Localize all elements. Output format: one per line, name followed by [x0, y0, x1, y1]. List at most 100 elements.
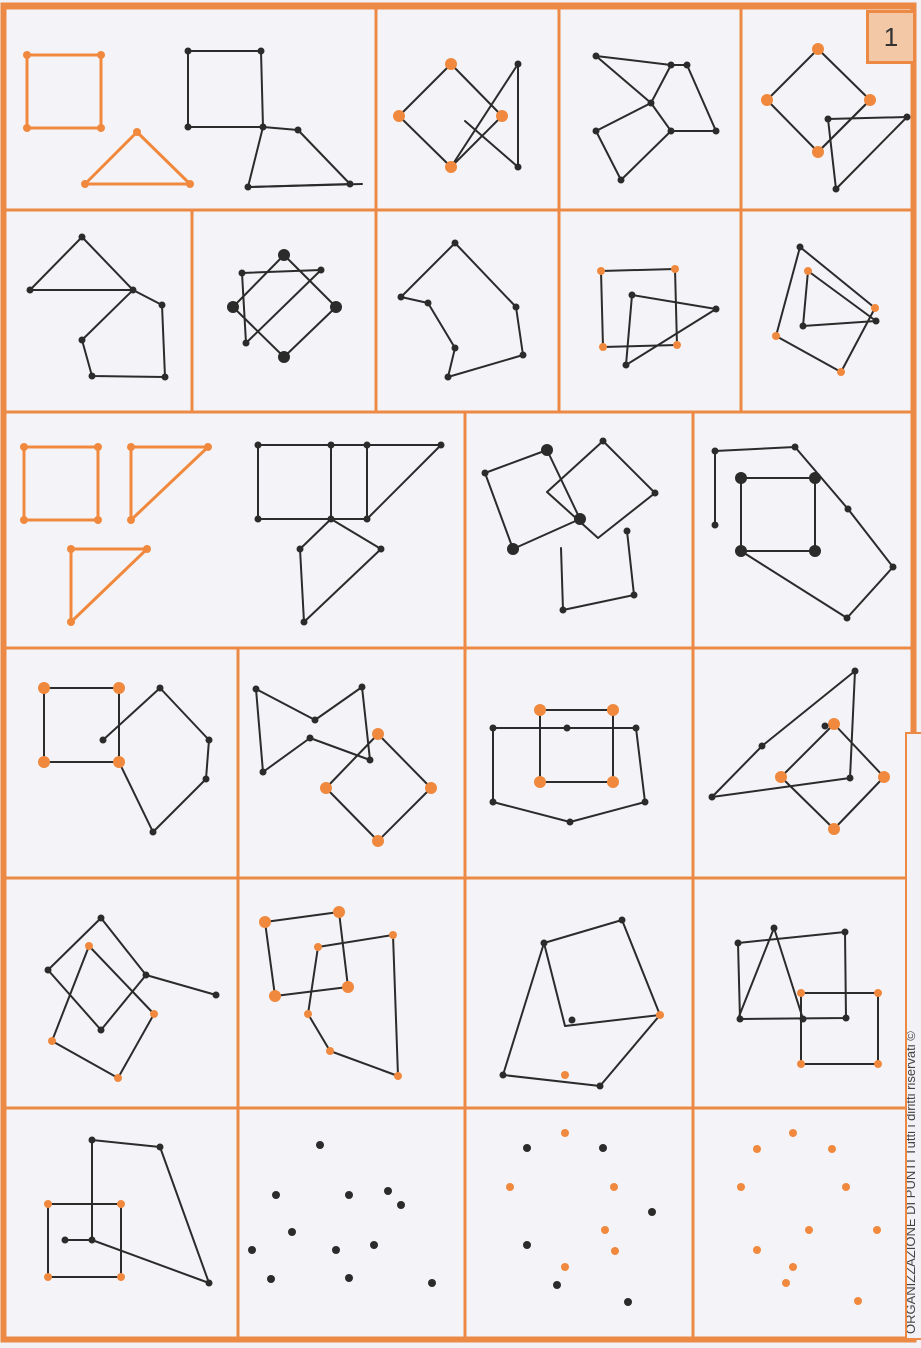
figure-dot — [260, 124, 267, 131]
figure-dot — [541, 444, 553, 456]
figure-dot — [295, 127, 302, 134]
exercise-cell-16 — [693, 648, 912, 878]
figure-dot — [825, 116, 832, 123]
exercise-cell-6 — [192, 210, 376, 412]
figure-dot — [809, 472, 821, 484]
page-number: 1 — [884, 22, 898, 53]
figure-dot — [23, 124, 31, 132]
side-caption-text: ORGANIZZAZIONE DI PUNTI Tutti i diritti … — [905, 1031, 918, 1334]
figure-dot — [523, 1144, 531, 1152]
exercise-cell-7 — [376, 210, 559, 412]
figure-dot — [797, 1060, 805, 1068]
exercise-cell-9 — [741, 210, 912, 412]
exercise-cell-2 — [376, 8, 559, 210]
side-caption-strip: ORGANIZZAZIONE DI PUNTI Tutti i diritti … — [905, 732, 921, 1340]
figure-dot — [782, 1279, 790, 1287]
figure-dot — [842, 929, 849, 936]
figure-dot — [541, 940, 548, 947]
figure-dot — [269, 990, 281, 1002]
figure-dot — [843, 1015, 850, 1022]
figure-dot — [668, 62, 675, 69]
figure-dot — [143, 972, 150, 979]
figure-dot — [359, 684, 366, 691]
figure-dot — [800, 1016, 807, 1023]
figure-dot — [822, 723, 829, 730]
figure-dot — [342, 981, 354, 993]
figure-dot — [874, 1060, 882, 1068]
figure-dot — [828, 823, 840, 835]
figure-dot — [553, 1281, 561, 1289]
figure-dot — [713, 128, 720, 135]
figure-dot — [629, 292, 636, 299]
figure-dot — [398, 294, 405, 301]
figure-dot — [873, 318, 880, 325]
figure-dot — [597, 267, 605, 275]
figure-dot — [624, 528, 631, 535]
figure-dot — [372, 835, 384, 847]
exercise-cell-24 — [693, 1108, 912, 1338]
figure-dot — [668, 128, 675, 135]
figure-dot — [143, 545, 151, 553]
figure-dot — [597, 1083, 604, 1090]
figure-dot — [684, 62, 691, 69]
figure-dot — [332, 1246, 340, 1254]
figure-dot — [656, 1011, 664, 1019]
figure-dot — [652, 490, 659, 497]
figure-dot — [852, 668, 859, 675]
figure-dot — [320, 782, 332, 794]
figure-dot — [253, 686, 260, 693]
figure-dot — [567, 819, 574, 826]
figure-dot — [775, 771, 787, 783]
figure-dot — [709, 794, 716, 801]
figure-dot — [44, 1273, 52, 1281]
figure-dot — [844, 615, 851, 622]
figure-dot — [599, 343, 607, 351]
figure-dot — [713, 306, 720, 313]
figure-dot — [227, 301, 239, 313]
figure-dot — [20, 443, 28, 451]
figure-dot — [345, 1274, 353, 1282]
figure-dot — [384, 1187, 392, 1195]
figure-dot — [397, 1201, 405, 1209]
figure-dot — [130, 287, 137, 294]
figure-dot — [389, 931, 397, 939]
figure-dot — [812, 43, 824, 55]
figure-dot — [301, 619, 308, 626]
figure-dot — [312, 717, 319, 724]
figure-dot — [828, 1145, 836, 1153]
figure-dot — [792, 444, 799, 451]
figure-dot — [507, 543, 519, 555]
figure-dot — [735, 940, 742, 947]
figure-dot — [833, 186, 840, 193]
figure-dot — [67, 618, 75, 626]
figure-dot — [534, 704, 546, 716]
figure-dot — [157, 685, 164, 692]
figure-dot — [162, 374, 169, 381]
figure-dot — [81, 180, 89, 188]
figure-dot — [624, 1298, 632, 1306]
exercise-cell-11 — [465, 412, 693, 648]
figure-dot — [185, 124, 192, 131]
figure-dot — [890, 564, 897, 571]
figure-dot — [574, 513, 586, 525]
figure-dot — [753, 1145, 761, 1153]
figure-dot — [425, 782, 437, 794]
figure-dot — [133, 128, 141, 136]
exercise-cell-5 — [5, 210, 192, 412]
figure-dot — [445, 58, 457, 70]
figure-dot — [771, 925, 778, 932]
figure-dot — [259, 916, 271, 928]
figure-dot — [800, 323, 807, 330]
figure-dot — [496, 110, 508, 122]
figure-dot — [272, 1191, 280, 1199]
figure-dot — [62, 1237, 69, 1244]
exercise-cell-15 — [465, 648, 693, 878]
figure-dot — [593, 128, 600, 135]
figure-dot — [206, 737, 213, 744]
figure-dot — [490, 799, 497, 806]
figure-dot — [38, 756, 50, 768]
figure-dot — [248, 1246, 256, 1254]
exercise-cell-3 — [559, 8, 741, 210]
figure-dot — [27, 287, 34, 294]
figure-dot — [203, 776, 210, 783]
